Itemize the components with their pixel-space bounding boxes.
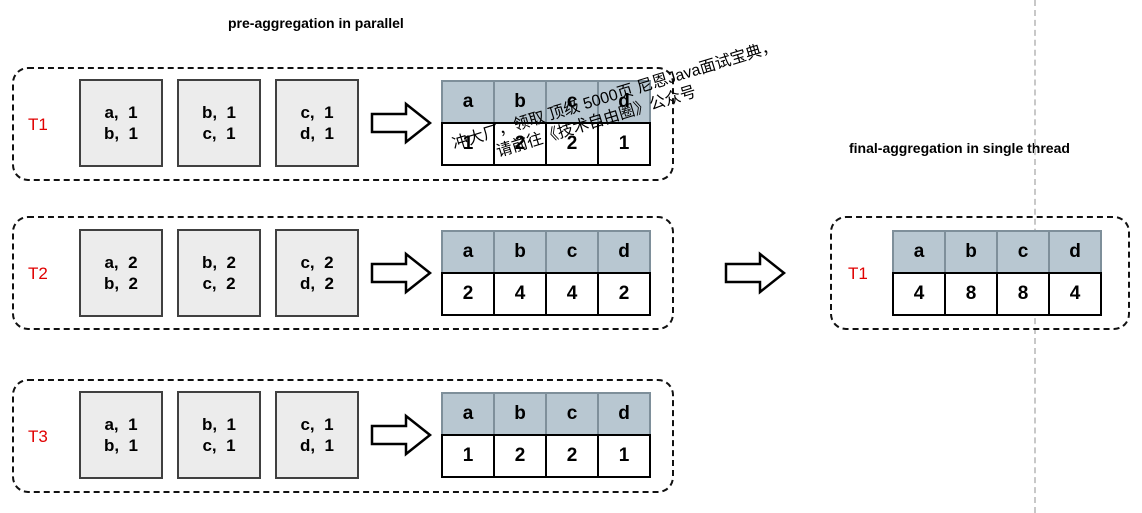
kv-line: b, 1	[103, 124, 138, 143]
kv-line: b, 2	[201, 253, 236, 272]
kv-line: a, 2	[104, 253, 138, 272]
thread-group-t3	[12, 379, 674, 493]
table-key: c	[996, 230, 1050, 274]
table-value: 1	[597, 434, 651, 478]
arrow-right-icon	[724, 251, 787, 295]
kv-box: c, 2 d, 2	[275, 229, 359, 317]
table-value: 4	[1048, 272, 1102, 316]
kv-line: d, 1	[299, 124, 334, 143]
table-key: d	[597, 230, 651, 274]
final-thread-label: T1	[848, 264, 868, 283]
kv-box: a, 1 b, 1	[79, 391, 163, 479]
thread-label: T1	[28, 115, 48, 134]
kv-line: c, 1	[202, 436, 236, 455]
kv-line: d, 1	[299, 436, 334, 455]
arrow-right-icon	[370, 413, 433, 457]
kv-line: b, 1	[201, 415, 236, 434]
kv-box: b, 1 c, 1	[177, 79, 261, 167]
table-value: 4	[493, 272, 547, 316]
table-key: b	[944, 230, 998, 274]
kv-box: a, 2 b, 2	[79, 229, 163, 317]
kv-line: c, 1	[300, 415, 334, 434]
arrow-right-icon	[370, 251, 433, 295]
table-value: 2	[493, 434, 547, 478]
kv-box: c, 1 d, 1	[275, 391, 359, 479]
table-key: c	[545, 392, 599, 436]
kv-box: b, 1 c, 1	[177, 391, 261, 479]
table-value: 2	[597, 272, 651, 316]
table-key: c	[545, 230, 599, 274]
thread-group-t1	[12, 67, 674, 181]
final-title: final-aggregation in single thread	[849, 140, 1070, 156]
table-value: 1	[441, 434, 495, 478]
table-value: 8	[996, 272, 1050, 316]
table-key: d	[1048, 230, 1102, 274]
table-key: b	[493, 392, 547, 436]
kv-line: b, 1	[201, 103, 236, 122]
kv-line: c, 1	[300, 103, 334, 122]
kv-line: a, 1	[104, 415, 138, 434]
table-value: 2	[545, 122, 599, 166]
hash-table: a b c d 1 2 2 1	[441, 80, 651, 166]
table-key: a	[441, 80, 495, 124]
final-hash-table: a b c d 4 8 8 4	[892, 230, 1102, 316]
final-group	[830, 216, 1130, 330]
hash-table: a b c d 2 4 4 2	[441, 230, 651, 316]
table-value: 1	[441, 122, 495, 166]
table-value: 8	[944, 272, 998, 316]
kv-line: c, 2	[202, 274, 236, 293]
table-key: a	[441, 230, 495, 274]
kv-line: a, 1	[104, 103, 138, 122]
table-key: a	[892, 230, 946, 274]
hash-table: a b c d 1 2 2 1	[441, 392, 651, 478]
kv-box: b, 2 c, 2	[177, 229, 261, 317]
table-value: 2	[545, 434, 599, 478]
kv-box: a, 1 b, 1	[79, 79, 163, 167]
table-value: 4	[545, 272, 599, 316]
table-key: a	[441, 392, 495, 436]
table-key: d	[597, 80, 651, 124]
arrow-right-icon	[370, 101, 433, 145]
table-value: 2	[493, 122, 547, 166]
kv-line: b, 2	[103, 274, 138, 293]
table-key: d	[597, 392, 651, 436]
table-value: 1	[597, 122, 651, 166]
table-key: c	[545, 80, 599, 124]
table-value: 2	[441, 272, 495, 316]
parallel-title: pre-aggregation in parallel	[228, 15, 404, 31]
kv-line: c, 1	[202, 124, 236, 143]
table-key: b	[493, 80, 547, 124]
table-key: b	[493, 230, 547, 274]
thread-group-t2	[12, 216, 674, 330]
thread-label: T2	[28, 264, 48, 283]
kv-line: d, 2	[299, 274, 334, 293]
kv-box: c, 1 d, 1	[275, 79, 359, 167]
thread-label: T3	[28, 427, 48, 446]
table-value: 4	[892, 272, 946, 316]
kv-line: c, 2	[300, 253, 334, 272]
kv-line: b, 1	[103, 436, 138, 455]
